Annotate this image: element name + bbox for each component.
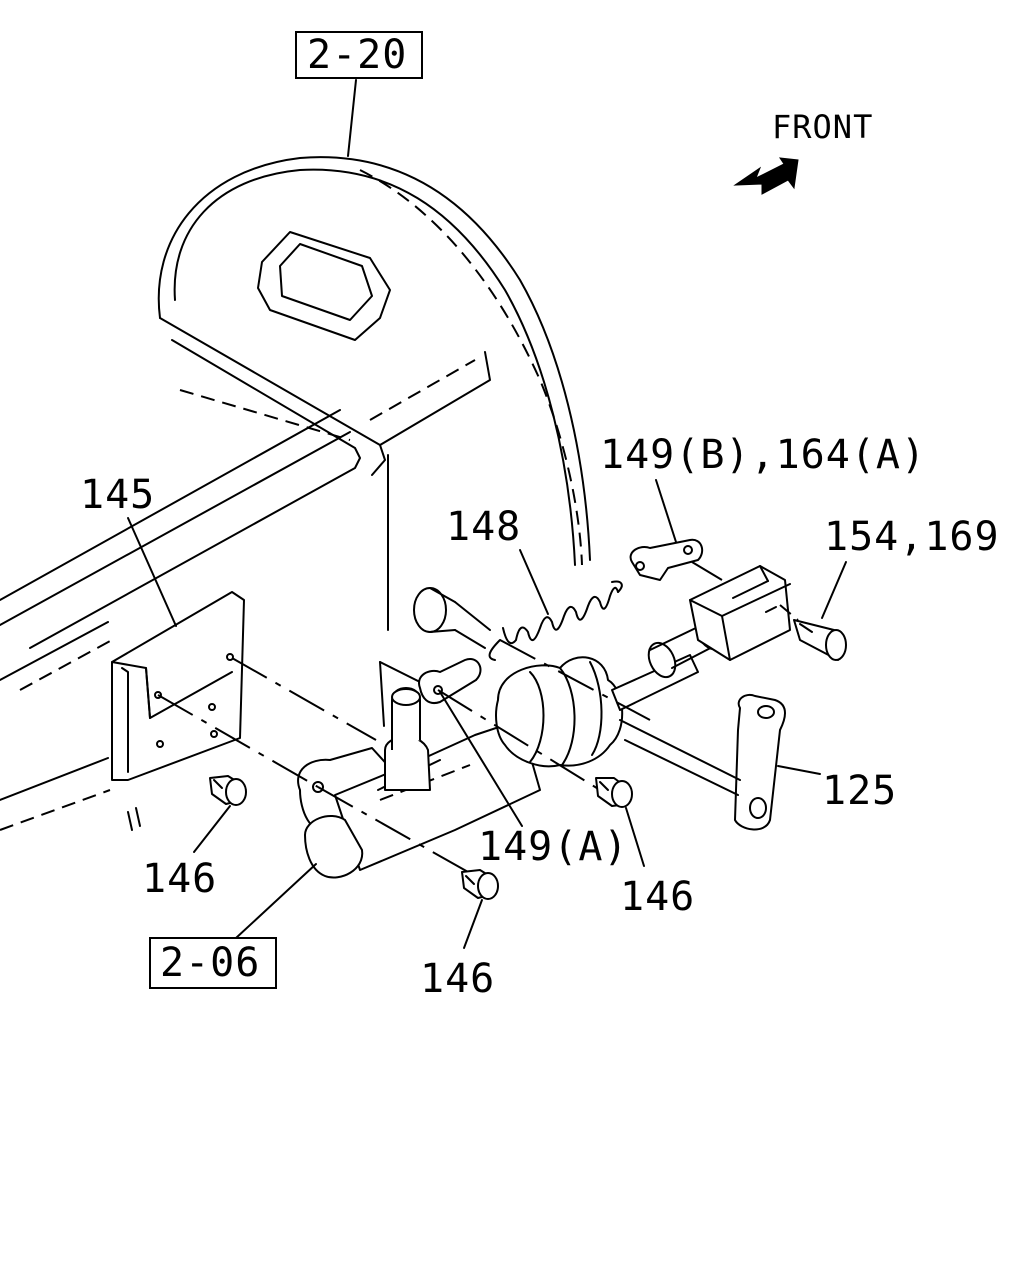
clutch-master-cylinder[interactable] xyxy=(297,611,728,879)
callout-125: 125 xyxy=(822,768,897,814)
leader-line-146-mid xyxy=(625,807,645,867)
pedal-lever[interactable] xyxy=(619,694,786,831)
reference-box-2-20[interactable]: 2-20 xyxy=(295,31,423,79)
leader-line-2-20 xyxy=(347,79,357,157)
callout-148: 148 xyxy=(446,504,521,550)
reference-box-2-06[interactable]: 2-06 xyxy=(149,937,277,989)
leader-line-148 xyxy=(519,549,549,615)
leader-line-154-169 xyxy=(821,561,847,619)
callout-146-left: 146 xyxy=(142,856,217,902)
leader-line-145 xyxy=(127,517,177,627)
clevis[interactable] xyxy=(689,565,791,661)
bushing[interactable] xyxy=(413,587,491,649)
leader-line-2-06 xyxy=(235,863,317,939)
clevis-pin[interactable] xyxy=(793,619,847,661)
front-label: FRONT xyxy=(772,108,873,146)
callout-146-bottom: 146 xyxy=(420,956,495,1002)
bolt-146-left[interactable] xyxy=(209,775,247,806)
assembly-line-upper xyxy=(231,657,377,741)
dash-panel xyxy=(0,156,591,831)
front-arrow-icon xyxy=(733,157,799,195)
assembly-line-lower xyxy=(157,694,319,788)
leader-line-149a xyxy=(439,691,523,827)
leader-line-149b-164a xyxy=(655,479,677,543)
bracket-145[interactable] xyxy=(111,591,245,781)
assembly-line-bolt-mid xyxy=(437,689,601,791)
bolt-146-bottom[interactable] xyxy=(461,869,499,900)
callout-149b-164a: 149(B),164(A) xyxy=(600,432,926,478)
svg-text:2-20: 2-20 xyxy=(307,32,407,78)
callout-149a: 149(A) xyxy=(478,824,629,870)
return-spring[interactable] xyxy=(488,580,623,661)
callout-145: 145 xyxy=(80,472,155,518)
leader-line-146-bottom xyxy=(463,899,483,949)
plate-149a[interactable] xyxy=(418,658,482,704)
leader-line-125 xyxy=(777,765,821,775)
svg-text:2-06: 2-06 xyxy=(160,940,260,986)
assembly-line-spring xyxy=(499,639,651,721)
callout-154-169: 154,169 xyxy=(824,514,1000,560)
leader-line-146-left xyxy=(193,805,231,853)
plate-149b[interactable] xyxy=(629,538,704,581)
callout-146-mid: 146 xyxy=(620,874,695,920)
assembly-line-bolt-bottom xyxy=(317,786,469,873)
bolt-146-mid[interactable] xyxy=(595,777,633,808)
